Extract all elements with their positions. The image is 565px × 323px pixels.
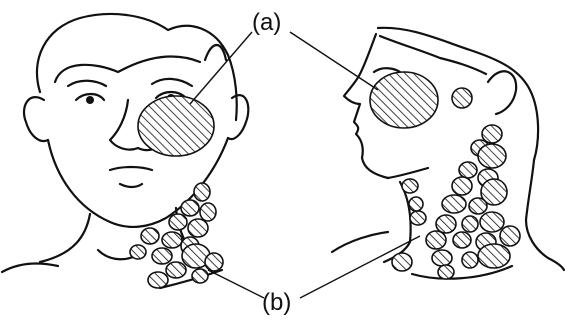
front-neck-nodes: [130, 183, 223, 288]
front-left-eyebrow: [68, 81, 106, 86]
profile-eyebrow: [374, 68, 400, 72]
profile-cheek-node: [370, 72, 438, 128]
profile-preauricular-node: [452, 88, 472, 108]
leader-lines: [190, 32, 420, 298]
leader-b-front: [208, 270, 264, 298]
profile-ear: [488, 71, 516, 114]
label-a: (a): [252, 9, 281, 36]
profile-throat: [384, 182, 411, 262]
side-profile: [332, 28, 564, 279]
front-hairline: [55, 57, 200, 82]
front-shoulder-left: [2, 264, 58, 272]
front-right-eyebrow: [152, 79, 192, 86]
profile-shoulder-back: [548, 258, 564, 270]
front-cheek-node: [138, 96, 214, 156]
label-b: (b): [262, 289, 291, 316]
profile-jaw: [388, 168, 428, 178]
front-left-ear: [24, 97, 48, 141]
profile-neck-back: [526, 160, 548, 258]
profile-shoulder-front: [332, 232, 388, 252]
front-right-ear: [228, 95, 248, 139]
front-mouth: [110, 167, 152, 170]
front-face: [2, 14, 248, 288]
profile-neck-nodes: [392, 125, 520, 279]
profile-hair: [380, 36, 486, 74]
front-neck-left: [40, 214, 90, 262]
front-left-pupil: [86, 96, 94, 104]
front-lower-lip: [120, 184, 142, 187]
front-head-outline: [37, 14, 237, 120]
